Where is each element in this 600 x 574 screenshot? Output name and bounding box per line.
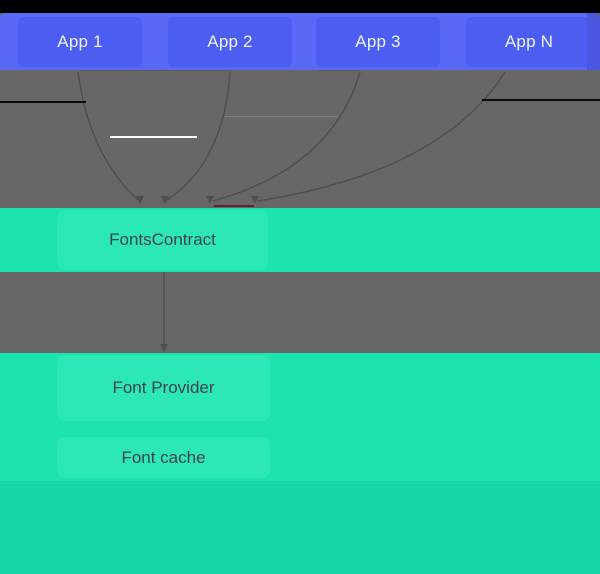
arrowhead-4-icon — [251, 196, 259, 204]
arrow-app2-to-fontscontract — [166, 71, 231, 201]
app-1-label: App 1 — [57, 32, 103, 51]
app-bar-right-shade — [587, 13, 600, 70]
fontscontract-to-provider-arrow — [160, 272, 168, 352]
app-to-fontscontract-arrows — [77, 71, 506, 204]
arrow-app3-to-fontscontract — [212, 71, 361, 202]
font-cache-box: Font cache — [57, 437, 270, 478]
arrowhead-1-icon — [136, 196, 144, 204]
provider-process-band — [0, 481, 600, 574]
arrowhead-3-icon — [206, 196, 214, 204]
artifact-line-maroon — [214, 205, 254, 207]
fontscontract-box: FontsContract — [57, 210, 268, 270]
arrowhead-down-icon — [160, 344, 168, 352]
app-n-label: App N — [504, 32, 554, 51]
app-box-3: App 3 — [316, 17, 440, 67]
arrowhead-2-icon — [161, 196, 169, 204]
artifact-line-black-left — [0, 101, 86, 103]
font-provider-box: Font Provider — [57, 355, 270, 421]
app-box-1: App 1 — [18, 17, 142, 67]
font-provider-zone: Font Provider Font cache — [0, 353, 600, 481]
artifact-line-brown-b — [318, 70, 362, 71]
arrow-app1-to-fontscontract — [77, 71, 139, 201]
font-provider-label: Font Provider — [112, 378, 215, 397]
arrow-appn-to-fontscontract — [257, 71, 506, 202]
font-cache-label: Font cache — [121, 447, 206, 467]
fontscontract-band: FontsContract — [0, 208, 600, 272]
app-3-label: App 3 — [355, 32, 401, 51]
app-bar: App 1 App 2 App 3 App N — [0, 13, 600, 70]
artifact-line-brown-a — [80, 70, 230, 71]
top-letterbox — [0, 0, 600, 13]
app-2-label: App 2 — [207, 32, 253, 51]
fontscontract-label: FontsContract — [109, 230, 216, 249]
artifact-line-faint — [225, 116, 338, 117]
artifact-line-white — [110, 136, 197, 138]
app-box-n: App N — [466, 17, 592, 67]
app-box-2: App 2 — [168, 17, 292, 67]
artifact-line-black-right — [482, 99, 600, 101]
